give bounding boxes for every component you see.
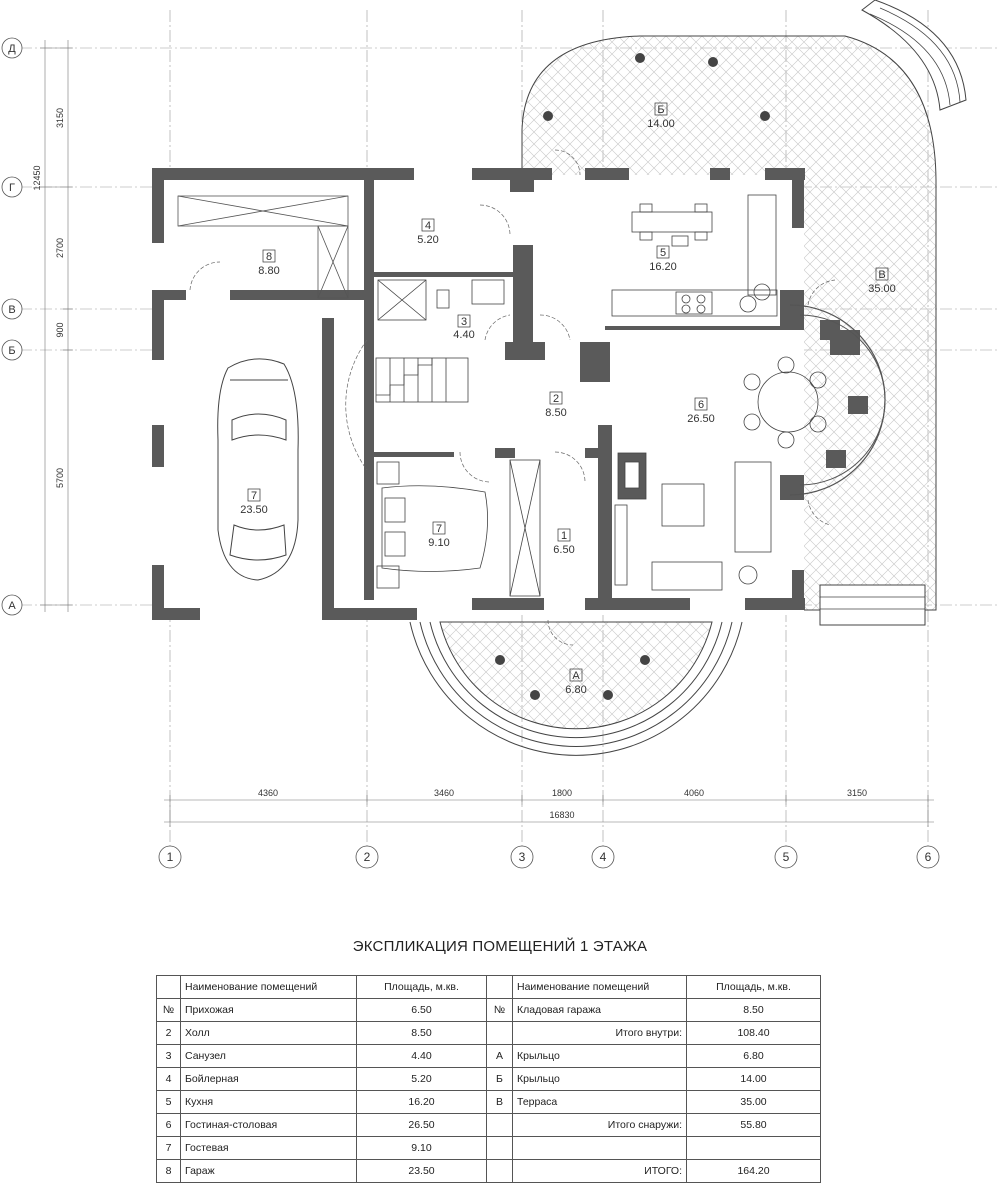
svg-text:2: 2	[553, 393, 559, 405]
room-label-8: 88.80	[258, 249, 280, 277]
table-row: № Прихожая 6.50 № Кладовая гаража 8.50	[156, 998, 821, 1022]
svg-text:А: А	[572, 670, 580, 682]
stairs	[375, 357, 469, 403]
room-label-7-guest: 79.10	[428, 521, 450, 549]
dimensions-bottom	[164, 795, 934, 827]
svg-text:23.50: 23.50	[240, 504, 268, 516]
svg-text:7: 7	[436, 523, 442, 535]
table-row: 4 Бойлерная 5.20 Б Крыльцо 14.00	[156, 1067, 821, 1091]
header-name-2: Наименование помещений	[512, 975, 687, 999]
table-row: 8 Гараж 23.50 ИТОГО: 164.20	[156, 1159, 821, 1183]
dim-bottom-total: 16830	[549, 810, 574, 820]
svg-text:4: 4	[600, 850, 607, 864]
svg-text:Д: Д	[8, 43, 16, 55]
axis-letter-markers: Д Г В Б А	[1, 37, 23, 616]
dim-bottom-4360: 4360	[258, 788, 278, 798]
svg-text:8.80: 8.80	[258, 265, 279, 277]
svg-text:2: 2	[364, 850, 371, 864]
dim-bottom-3150: 3150	[847, 788, 867, 798]
dim-bottom-4060: 4060	[684, 788, 704, 798]
room-label-4: 45.20	[417, 218, 439, 246]
svg-text:8.50: 8.50	[545, 407, 566, 419]
svg-text:4: 4	[425, 220, 431, 232]
svg-text:5: 5	[660, 247, 666, 259]
svg-text:4.40: 4.40	[453, 329, 474, 341]
dim-bottom-1800: 1800	[552, 788, 572, 798]
svg-text:6: 6	[925, 850, 932, 864]
svg-text:26.50: 26.50	[687, 413, 715, 425]
explication-title: ЭКСПЛИКАЦИЯ ПОМЕЩЕНИЙ 1 ЭТАЖА	[352, 938, 648, 955]
svg-text:Г: Г	[9, 182, 15, 194]
car	[217, 358, 299, 581]
svg-text:7: 7	[251, 490, 257, 502]
svg-text:Б: Б	[8, 345, 15, 357]
header-area: Площадь, м.кв.	[356, 975, 487, 999]
interior-walls	[364, 180, 780, 610]
dim-left-total: 12450	[32, 165, 42, 190]
garage-shelves	[177, 195, 349, 299]
svg-text:6.50: 6.50	[553, 544, 574, 556]
table-row: 7 Гостевая 9.10	[156, 1136, 821, 1160]
bathroom-fixtures	[377, 279, 505, 321]
floor-plan-drawing: 16.50 28.50 34.40 45.20 516.20 626.50 79…	[1, 0, 1000, 869]
room-label-3: 34.40	[453, 314, 475, 341]
svg-text:8: 8	[266, 251, 272, 263]
table-row: 6 Гостиная-столовая 26.50 Итого снаружи:…	[156, 1113, 821, 1137]
svg-text:1: 1	[167, 850, 174, 864]
table-row: 5 Кухня 16.20 В Терраса 35.00	[156, 1090, 821, 1114]
svg-text:5: 5	[783, 850, 790, 864]
dimensions-left	[40, 40, 73, 612]
table-header-row: Наименование помещений Площадь, м.кв. На…	[156, 975, 821, 999]
svg-text:А: А	[8, 600, 16, 612]
room-label-1: 16.50	[553, 528, 575, 556]
explication-table: Наименование помещений Площадь, м.кв. На…	[156, 975, 821, 1183]
room-label-a: А 6.80	[565, 668, 587, 696]
svg-text:5.20: 5.20	[417, 234, 438, 246]
svg-text:9.10: 9.10	[428, 537, 449, 549]
axis-number-markers: 1 2 3 4 5 6	[158, 845, 940, 869]
room-label-5: 516.20	[649, 245, 677, 273]
svg-text:3: 3	[461, 316, 467, 328]
svg-text:6.80: 6.80	[565, 684, 586, 696]
svg-text:В: В	[8, 304, 15, 316]
table-row: 2 Холл 8.50 Итого внутри: 108.40	[156, 1021, 821, 1045]
svg-text:14.00: 14.00	[647, 118, 675, 130]
svg-text:1: 1	[561, 530, 567, 542]
svg-text:3: 3	[519, 850, 526, 864]
room-label-b: Б 14.00	[647, 102, 675, 130]
svg-text:В: В	[878, 269, 885, 281]
dim-left-5700: 5700	[55, 468, 65, 488]
room-label-6: 626.50	[687, 397, 715, 425]
table-row: 3 Санузел 4.40 А Крыльцо 6.80	[156, 1044, 821, 1068]
dim-left-2700: 2700	[55, 238, 65, 258]
dim-left-900: 900	[55, 322, 65, 337]
dim-bottom-3460: 3460	[434, 788, 454, 798]
header-area-2: Площадь, м.кв.	[686, 975, 821, 999]
kitchen-furniture	[611, 194, 778, 317]
svg-text:Б: Б	[657, 104, 664, 116]
svg-text:16.20: 16.20	[649, 261, 677, 273]
svg-text:35.00: 35.00	[868, 283, 896, 295]
living-furniture	[614, 356, 827, 591]
room-labels: 16.50 28.50 34.40 45.20 516.20 626.50 79…	[240, 102, 896, 696]
svg-text:6: 6	[698, 399, 704, 411]
columns	[495, 53, 770, 700]
house-floor	[158, 175, 804, 615]
room-label-v: В 35.00	[868, 267, 896, 295]
guest-furniture	[376, 459, 541, 597]
exterior-walls	[152, 168, 868, 620]
dim-left-3150: 3150	[55, 108, 65, 128]
door-swings	[189, 149, 836, 646]
room-label-7-garage: 723.50	[240, 488, 268, 516]
room-label-2: 28.50	[545, 391, 567, 419]
header-name: Наименование помещений	[180, 975, 357, 999]
